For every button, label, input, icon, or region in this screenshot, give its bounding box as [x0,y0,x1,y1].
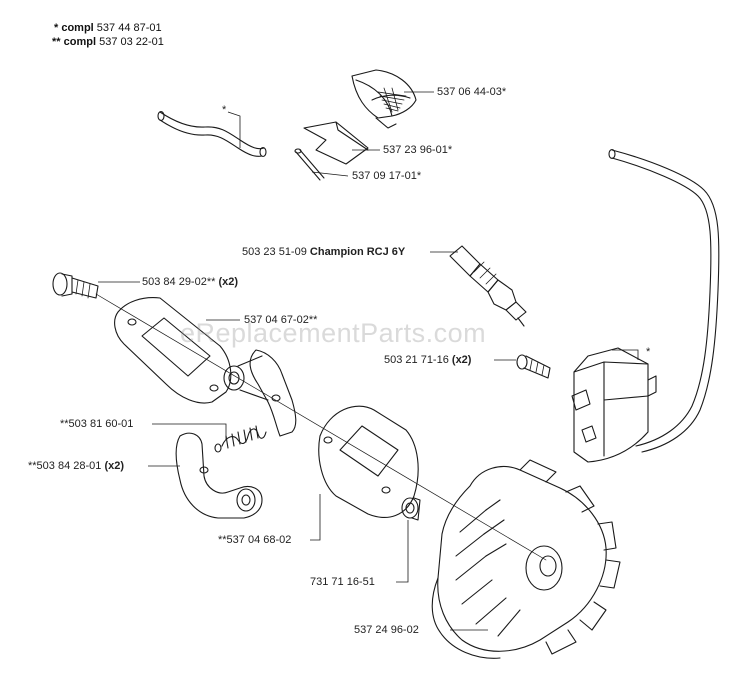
label-ignition-mark: * [646,346,651,358]
label-hose-mark: * [222,104,227,116]
label-washer-plate-bottom: **537 04 68-02 [218,534,292,546]
clutch-spring [214,425,267,453]
washer-plate-bottom [318,405,419,518]
clutch-bolt [52,272,99,299]
flywheel-nut [401,497,421,521]
watermark: eReplacementParts.com [180,318,487,348]
shield-part [351,69,417,129]
label-plate: 537 23 96-01* [383,144,453,156]
ignition-module [571,347,657,463]
pin-part [294,148,325,181]
flywheel-part [431,459,621,659]
ignition-wire [608,148,720,453]
label-clutch-bolt: 503 84 29-02** (x2) [142,276,239,288]
fuel-hose [157,110,267,158]
label-spring: **503 81 60-01 [60,418,134,430]
label-flywheel: 537 24 96-02 [354,624,419,636]
spark-plug [449,245,527,327]
label-pin: 537 09 17-01* [352,170,422,182]
label-spark-plug: 503 23 51-09 Champion RCJ 6Y [242,246,406,258]
label-shoe: **503 84 28-01 (x2) [28,460,125,472]
ignition-screw [516,354,551,379]
clutch-shoe-top [223,349,297,437]
label-washer-plate-top: 537 04 67-02** [244,314,318,326]
label-ignition-screw: 503 21 71-16 (x2) [384,354,472,366]
plate-part [303,121,369,165]
note-compl-2: ** compl 537 03 22-01 [52,36,164,48]
note-compl-1: * compl 537 44 87-01 [54,22,162,34]
label-nut: 731 71 16-51 [310,576,375,588]
clutch-shoe-bottom [175,432,263,519]
leader-lines [98,91,639,631]
label-shield: 537 06 44-03* [437,86,507,98]
washer-plate-top [114,297,232,404]
